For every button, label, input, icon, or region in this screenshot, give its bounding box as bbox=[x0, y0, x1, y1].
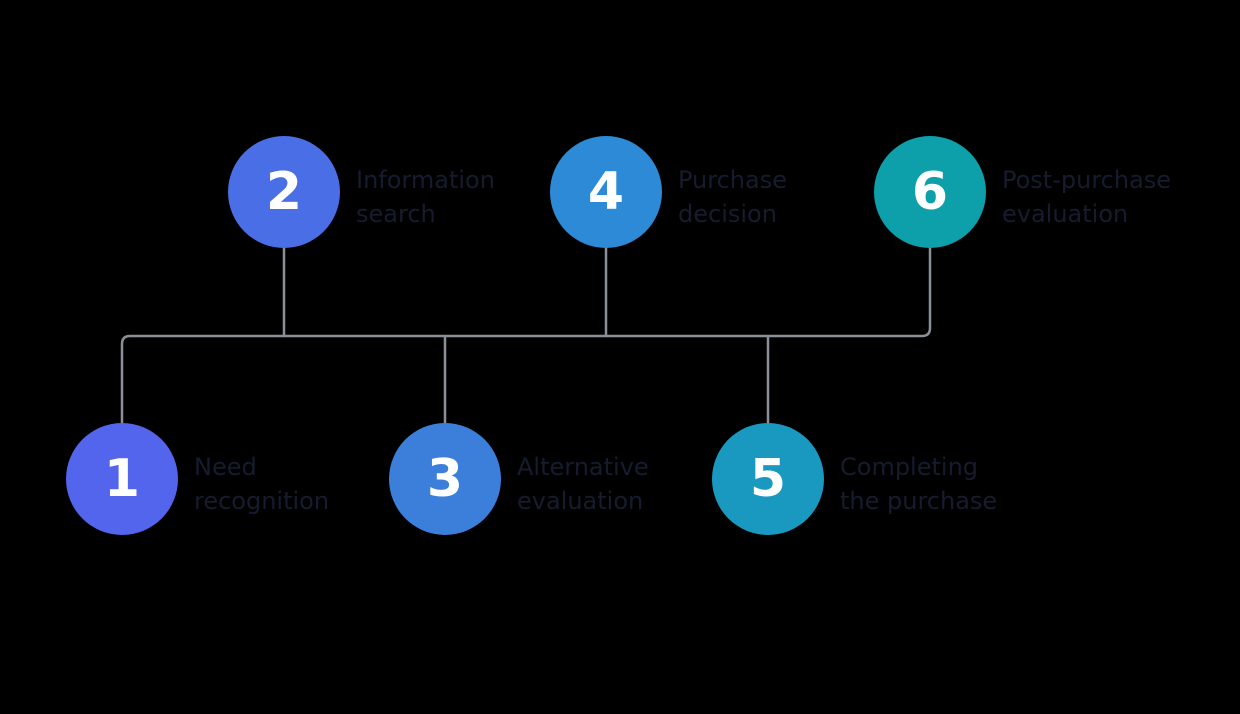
step-6: 6 Post-purchase evaluation bbox=[874, 136, 1240, 248]
step-6-label-line2: evaluation bbox=[1002, 200, 1129, 228]
step-2-label-line1: Information bbox=[356, 166, 495, 194]
step-5-label: Completing the purchase bbox=[840, 450, 997, 518]
step-5: 5 Completing the purchase bbox=[712, 423, 1132, 535]
step-5-number: 5 bbox=[749, 449, 787, 509]
step-3-label-line2: evaluation bbox=[517, 487, 644, 515]
step-4-circle: 4 bbox=[550, 136, 662, 248]
step-5-circle: 5 bbox=[712, 423, 824, 535]
horizontal-connector bbox=[120, 246, 932, 425]
step-5-label-line2: the purchase bbox=[840, 487, 998, 515]
step-3-label: Alternative evaluation bbox=[517, 450, 649, 518]
step-1-label-line2: recognition bbox=[194, 487, 330, 515]
step-2: 2 Information search bbox=[228, 136, 648, 248]
step-6-label-line1: Post-purchase bbox=[1002, 166, 1172, 194]
step-6-circle: 6 bbox=[874, 136, 986, 248]
step-2-number: 2 bbox=[265, 162, 303, 222]
step-1: 1 Need recognition bbox=[66, 423, 486, 535]
step-1-label-line1: Need bbox=[194, 453, 257, 481]
step-3-label-line1: Alternative bbox=[517, 453, 649, 481]
step-4-label-line2: decision bbox=[678, 200, 777, 228]
step-4-label-line1: Purchase bbox=[678, 166, 787, 194]
step-3-circle: 3 bbox=[389, 423, 501, 535]
step-1-label: Need recognition bbox=[194, 450, 329, 518]
step-2-label-line2: search bbox=[356, 200, 436, 228]
step-4-label: Purchase decision bbox=[678, 163, 787, 231]
step-6-label: Post-purchase evaluation bbox=[1002, 163, 1171, 231]
step-1-number: 1 bbox=[103, 449, 141, 509]
step-3: 3 Alternative evaluation bbox=[389, 423, 809, 535]
step-5-label-line1: Completing bbox=[840, 453, 979, 481]
step-4: 4 Purchase decision bbox=[550, 136, 970, 248]
step-4-number: 4 bbox=[587, 162, 625, 222]
step-6-number: 6 bbox=[911, 162, 949, 222]
step-2-circle: 2 bbox=[228, 136, 340, 248]
step-3-number: 3 bbox=[426, 449, 464, 509]
step-2-label: Information search bbox=[356, 163, 495, 231]
step-1-circle: 1 bbox=[66, 423, 178, 535]
